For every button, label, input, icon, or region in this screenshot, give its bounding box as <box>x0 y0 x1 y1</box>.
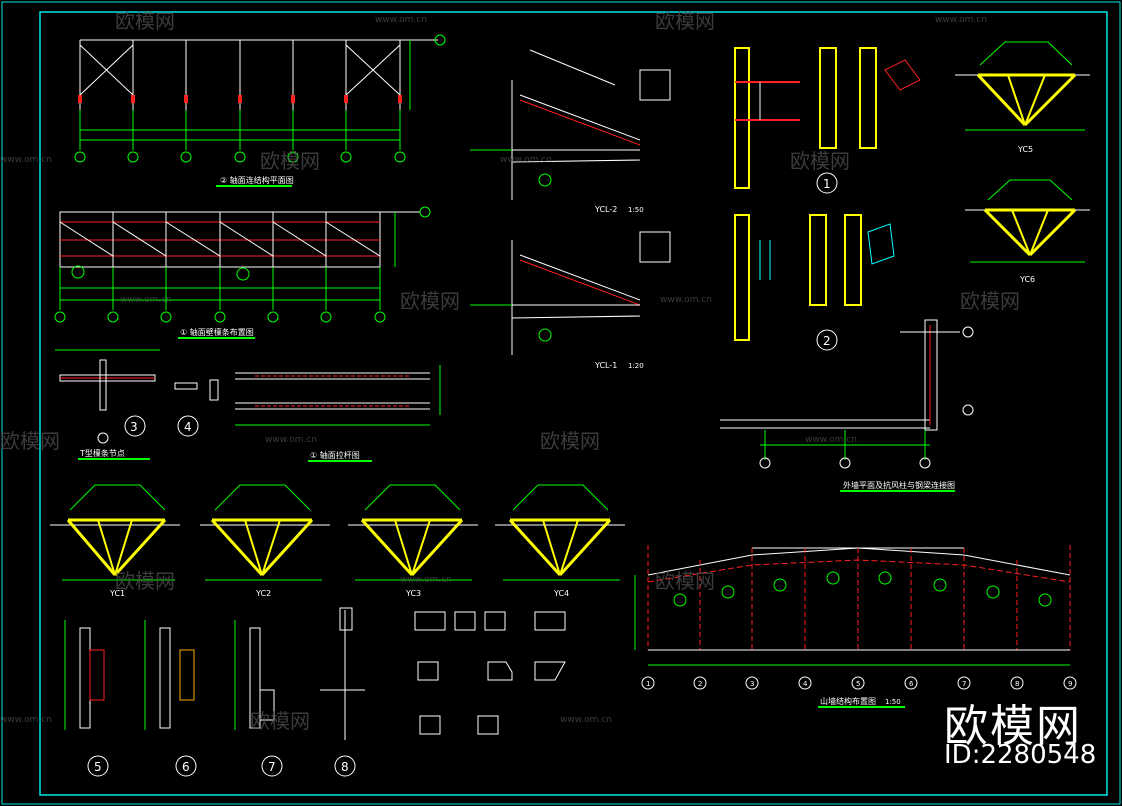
watermark-6: 欧模网 <box>960 289 1020 313</box>
watermark-11: 欧模网 <box>250 709 310 733</box>
watermark-url-6: www.om.cn <box>660 295 712 305</box>
wall-plan-bubbles <box>759 326 974 469</box>
gable-title: 山墙结构布置图 <box>820 696 876 706</box>
plate-details <box>414 611 566 735</box>
gable-axis-3: 3 <box>750 680 754 688</box>
ycl1-scale: 1:20 <box>628 362 644 370</box>
brand-id-label: ID:2280548 <box>944 740 1097 770</box>
watermark-5: 欧模网 <box>400 289 460 313</box>
watermark-url-4: www.om.cn <box>500 155 552 165</box>
wall-plan <box>720 319 960 460</box>
watermark-url-10: www.om.cn <box>0 715 52 725</box>
truss-yc6-label: YC6 <box>1019 275 1035 284</box>
detail-4-number: 4 <box>184 420 192 434</box>
truss-yc2-label: YC2 <box>255 589 271 598</box>
ycl2-title: YCL-2 <box>594 205 617 214</box>
truss-yc3-label: YC3 <box>405 589 421 598</box>
detail-2-number: 2 <box>823 334 831 348</box>
tie-rod-title: ① 轴面拉杆图 <box>310 450 360 460</box>
watermarks: 欧模网 欧模网 欧模网 欧模网 欧模网 欧模网 欧模网 欧模网 欧模网 欧模网 … <box>0 9 1020 733</box>
column-detail-1 <box>734 47 921 189</box>
truss-yc2 <box>200 484 330 581</box>
detail-3-number: 3 <box>130 420 138 434</box>
elevation-title: ② 轴面连结构平面图 <box>220 175 294 185</box>
detail-1-number: 1 <box>823 177 831 191</box>
gable-axis-1: 1 <box>646 680 650 688</box>
gable-wall <box>634 545 1071 666</box>
detail-2-bubble <box>816 329 838 351</box>
gable-axis-labels: 1 2 3 4 5 6 7 8 9 <box>646 680 1072 688</box>
watermark-url-2: www.om.cn <box>935 15 987 25</box>
watermark-3: 欧模网 <box>260 149 320 173</box>
gable-axis-bubbles <box>641 676 1077 690</box>
watermark-2: 欧模网 <box>655 9 715 33</box>
watermark-10: 欧模网 <box>655 569 715 593</box>
watermark-url-11: www.om.cn <box>560 715 612 725</box>
details-bubbles <box>87 755 356 777</box>
truss-yc3 <box>348 484 478 581</box>
ycl2-bubble <box>538 173 552 187</box>
column-detail-2 <box>734 214 895 341</box>
watermark-url-5: www.om.cn <box>120 295 172 305</box>
truss-yc5 <box>955 41 1090 131</box>
truss-yc4 <box>495 484 625 581</box>
watermark-9: 欧模网 <box>115 569 175 593</box>
purlin-dims <box>59 212 396 310</box>
truss-yc4-label: YC4 <box>553 589 569 598</box>
watermark-4: 欧模网 <box>790 149 850 173</box>
elevation-dims <box>79 40 411 150</box>
purlin-title: ① 轴面壁檁条布置图 <box>180 327 254 337</box>
gable-axis-8: 8 <box>1015 680 1019 688</box>
t-node-detail <box>55 349 219 411</box>
gable-scale: 1:50 <box>885 698 901 706</box>
detail-7-number: 7 <box>268 760 276 774</box>
watermark-7: 欧模网 <box>0 429 60 453</box>
watermark-url-7: www.om.cn <box>265 435 317 445</box>
inner-border <box>39 11 1108 796</box>
gable-axis-5: 5 <box>856 680 860 688</box>
gable-axis-2: 2 <box>698 680 702 688</box>
watermark-url-8: www.om.cn <box>805 435 857 445</box>
detail-6-number: 6 <box>182 760 190 774</box>
purlin-axis-bubbles <box>54 206 431 323</box>
gable-inner-bubbles <box>673 571 1052 607</box>
tie-rod-detail <box>235 365 441 426</box>
detail-1-bubble <box>816 172 838 194</box>
gable-axis-9: 9 <box>1068 680 1072 688</box>
purlin-layout <box>59 211 420 268</box>
watermark-url-1: www.om.cn <box>375 15 427 25</box>
elevation-axis-bubbles <box>74 34 446 163</box>
watermark-8: 欧模网 <box>540 429 600 453</box>
ycl2-scale: 1:50 <box>628 206 644 214</box>
truss-yc6 <box>965 179 1090 263</box>
bracket-ycl1 <box>470 231 671 355</box>
watermark-url-9: www.om.cn <box>400 575 452 585</box>
truss-yc5-label: YC5 <box>1017 145 1033 154</box>
truss-yc1-label: YC1 <box>109 589 125 598</box>
bracket-ycl2 <box>470 49 671 200</box>
detail-5-number: 5 <box>94 760 102 774</box>
ycl1-bubble <box>538 328 552 342</box>
t-node-title: T型檁条节点 <box>79 448 125 458</box>
details-5-8 <box>64 607 365 740</box>
wall-plan-title: 外墙平面及抗风柱与钢梁连接图 <box>843 480 955 490</box>
truss-yc1 <box>50 484 180 581</box>
watermark-1: 欧模网 <box>115 9 175 33</box>
t-node-bubbles <box>97 415 199 444</box>
gable-axis-6: 6 <box>909 680 914 688</box>
ycl1-title: YCL-1 <box>594 361 617 370</box>
detail-8-number: 8 <box>341 760 349 774</box>
elevation-red-marks <box>78 95 402 103</box>
watermark-url-3: www.om.cn <box>0 155 52 165</box>
brand-name: 欧模网 <box>944 701 1082 752</box>
gable-axis-7: 7 <box>962 680 966 688</box>
gable-axis-4: 4 <box>803 680 808 688</box>
watermark-urls: www.om.cn www.om.cn www.om.cn www.om.cn … <box>0 15 987 725</box>
